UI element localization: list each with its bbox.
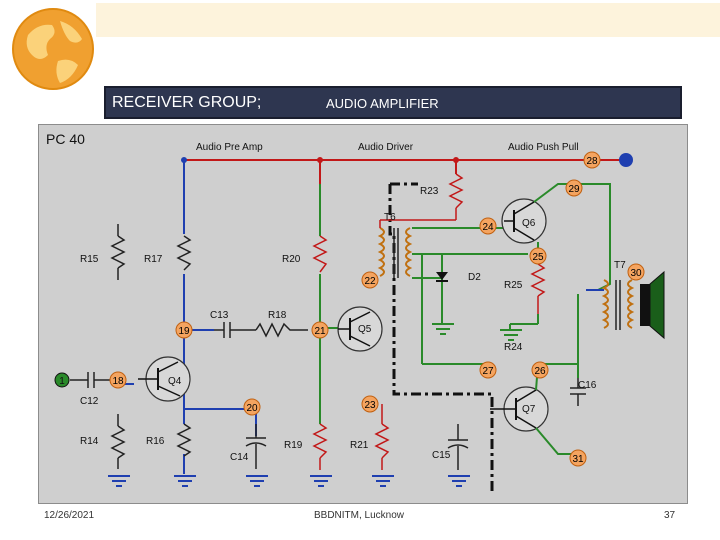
label-r25: R25 [504, 280, 523, 291]
test-point-label: 24 [482, 222, 494, 233]
capacitor-c14 [245, 424, 267, 469]
capacitor-c12 [70, 372, 114, 388]
label-r18: R18 [268, 310, 287, 321]
label-r21: R21 [350, 440, 369, 451]
resistor-r25 [530, 263, 546, 314]
section-push-pull: Audio Push Pull [508, 142, 579, 153]
test-point-label: 29 [568, 184, 580, 195]
speaker-icon [640, 270, 665, 340]
test-point-label: 18 [112, 376, 124, 387]
test-point-label: 27 [482, 366, 494, 377]
section-pre-amp: Audio Pre Amp [196, 142, 263, 153]
supply-terminal-icon[interactable] [619, 153, 633, 167]
component-labels: R15 R17 R20 R18 R14 R16 R19 R21 R23 R25 … [80, 186, 626, 463]
label-r14: R14 [80, 436, 99, 447]
test-points: 28 29 24 25 22 30 19 21 18 27 26 20 23 3… [54, 151, 645, 467]
panel-label: PC 40 [46, 131, 85, 147]
label-t7: T7 [614, 260, 626, 271]
resistor-r17 [176, 235, 192, 271]
ground-icon [310, 475, 332, 487]
footer-page-number: 37 [664, 510, 676, 521]
transistor-q7 [490, 386, 549, 432]
rail-dot [453, 157, 459, 163]
transistor-q4 [138, 356, 191, 402]
resistor-r15 [110, 224, 126, 280]
label-d2: D2 [468, 272, 481, 283]
test-point-label: 20 [246, 403, 258, 414]
label-r16: R16 [146, 436, 165, 447]
test-point-label: 23 [364, 400, 376, 411]
label-c15: C15 [432, 450, 451, 461]
test-point-label: 25 [532, 252, 544, 263]
footer-date: 12/26/2021 [44, 510, 95, 521]
transformer-t7 [601, 279, 635, 330]
footer-institution: BBDNITM, Lucknow [314, 510, 405, 521]
supply-rail [184, 159, 624, 184]
test-point-label: 1 [59, 376, 65, 387]
transistor-q5 [337, 306, 383, 352]
section-driver: Audio Driver [358, 142, 414, 153]
ground-icon [500, 329, 522, 341]
t6-secondary-wires [412, 227, 528, 365]
test-point-label: 28 [586, 156, 598, 167]
test-point-label: 26 [534, 366, 546, 377]
resistor-r19 [312, 423, 328, 470]
transformer-t6 [377, 227, 413, 278]
test-point-label: 31 [572, 454, 584, 465]
capacitor-c16 [570, 378, 586, 406]
label-q4: Q4 [168, 376, 182, 387]
top-banner [96, 3, 720, 37]
label-q5: Q5 [358, 324, 372, 335]
label-c13: C13 [210, 310, 229, 321]
transistor-q6 [501, 198, 547, 244]
label-c12: C12 [80, 396, 99, 407]
capacitor-c13 [214, 322, 256, 338]
title-right: AUDIO AMPLIFIER [326, 96, 439, 111]
driver-enclosure [388, 184, 494, 494]
title-bar: RECEIVER GROUP; AUDIO AMPLIFIER [104, 86, 682, 119]
resistor-r18 [255, 322, 308, 338]
label-q7: Q7 [522, 404, 536, 415]
title-left: RECEIVER GROUP; [112, 94, 262, 111]
label-r17: R17 [144, 254, 163, 265]
label-r19: R19 [284, 440, 303, 451]
ground-icon [174, 475, 196, 487]
schematic-diagram: Audio Pre Amp Audio Driver Audio Push Pu… [54, 142, 665, 494]
ground-icon [108, 475, 130, 487]
test-point-label: 30 [630, 268, 642, 279]
label-r23: R23 [420, 186, 439, 197]
test-point-label: 19 [178, 326, 190, 337]
ground-icon [246, 475, 268, 487]
label-r24: R24 [504, 342, 523, 353]
rail-dot [317, 157, 323, 163]
ground-icon [432, 323, 454, 335]
diode-d2 [436, 254, 448, 282]
resistor-r23 [379, 173, 464, 228]
test-point-label: 22 [364, 276, 376, 287]
resistor-r20 [312, 235, 328, 273]
resistor-r14 [110, 414, 126, 469]
ground-icon [448, 475, 470, 487]
label-c14: C14 [230, 452, 249, 463]
resistor-r21 [374, 404, 390, 470]
label-r20: R20 [282, 254, 301, 265]
ground-icon [372, 475, 394, 487]
capacitor-c15 [447, 424, 469, 470]
test-point-label: 21 [314, 326, 326, 337]
label-t6: T6 [384, 212, 396, 223]
globe-logo-icon [12, 8, 94, 90]
label-c16: C16 [578, 380, 597, 391]
driver-wires [319, 184, 340, 424]
label-q6: Q6 [522, 218, 536, 229]
resistor-r16 [176, 423, 192, 457]
label-r15: R15 [80, 254, 99, 265]
